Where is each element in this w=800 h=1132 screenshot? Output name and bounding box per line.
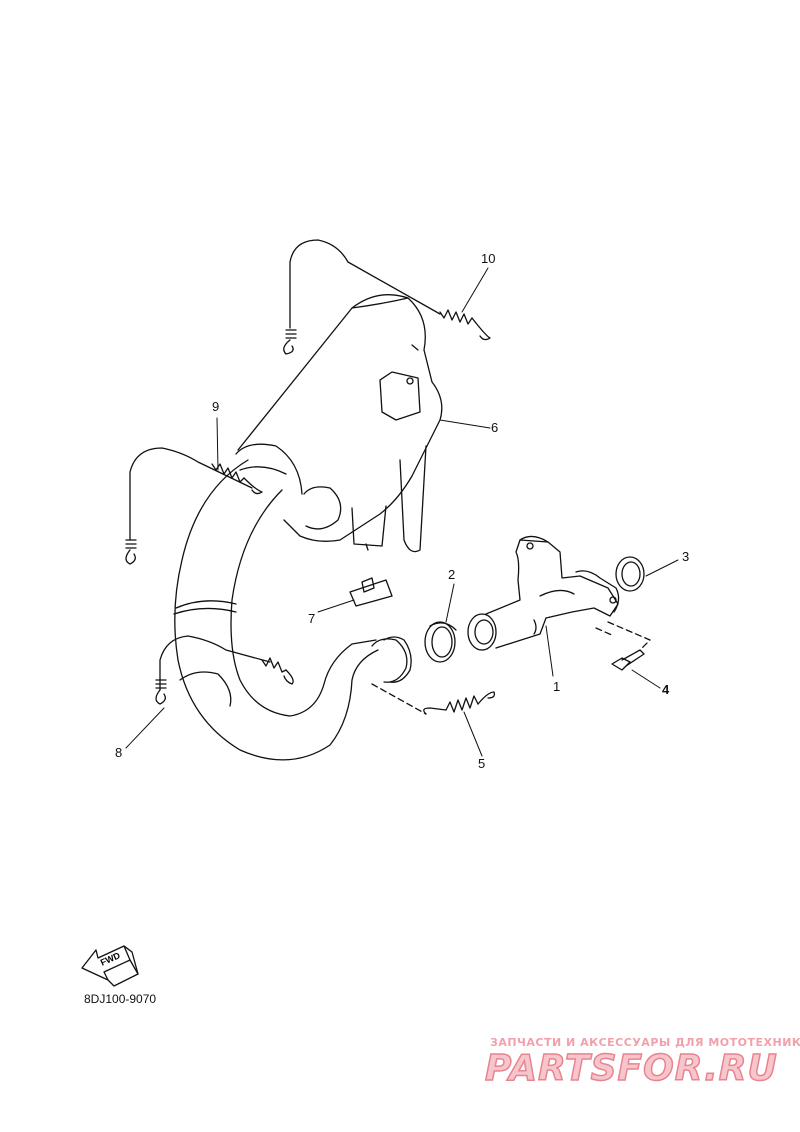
callout-7: 7 [308,611,316,626]
stay-bracket-upper [289,239,441,329]
assembly-line-spring [371,683,427,715]
exhaust-pipe [173,459,412,761]
fwd-arrow-icon [81,945,139,987]
document-code: 8DJ100-9070 [84,992,157,1006]
bolt [611,649,645,671]
callout-2: 2 [448,567,456,582]
spring-5 [423,691,496,715]
stay-bracket-middle [129,447,253,541]
damper [349,577,393,607]
callout-3: 3 [682,549,690,564]
spring-10 [283,309,491,355]
assembly-line-bolt [595,621,651,651]
spring-9 [125,463,263,565]
leader-lines [125,267,679,757]
stay-bracket-lower [159,635,271,691]
gasket-ring [424,621,457,663]
callout-5: 5 [478,756,486,771]
callout-10: 10 [481,251,496,266]
gasket-3 [615,556,645,592]
muffler [235,294,443,553]
watermark-tagline: ЗАПЧАСТИ И АКСЕССУАРЫ ДЛЯ МОТОТЕХНИКИ [490,1036,800,1049]
spring-lower [155,657,294,705]
callout-4: 4 [662,682,670,697]
exhaust-joint [467,535,620,651]
callout-6: 6 [491,420,499,435]
callout-9: 9 [212,399,220,414]
callout-8: 8 [115,745,123,760]
watermark-logo: PARTSFOR.RU [484,1047,778,1090]
callout-1: 1 [553,679,561,694]
